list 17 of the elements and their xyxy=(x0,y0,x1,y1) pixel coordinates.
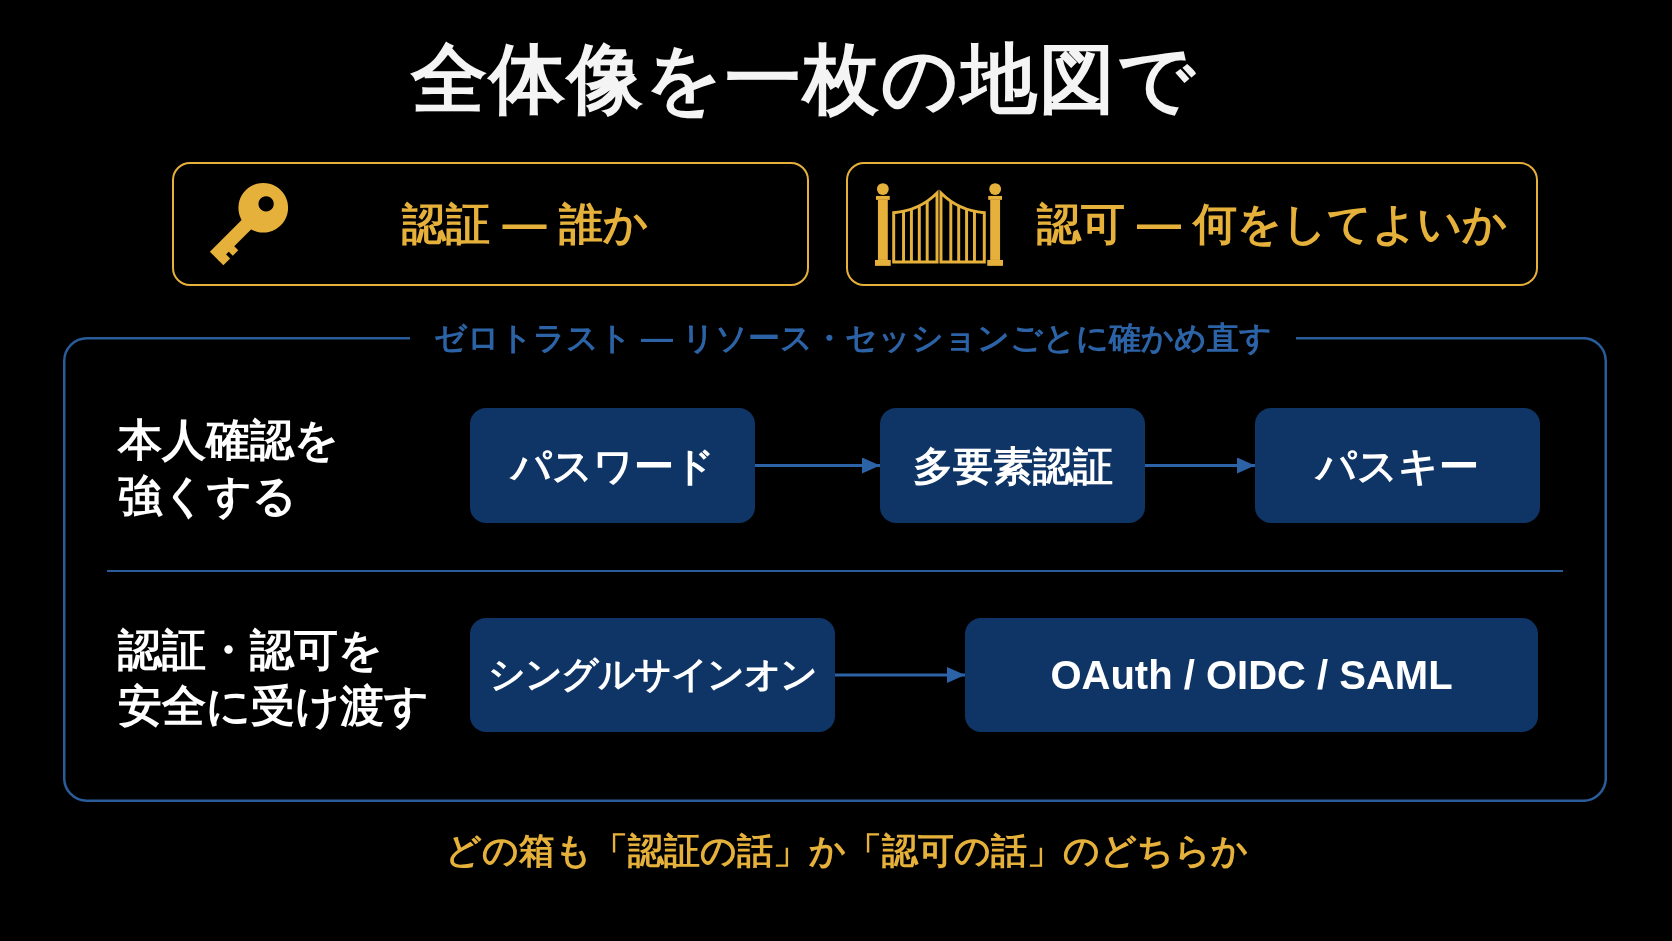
box-label: 認証 — 誰か xyxy=(402,198,648,250)
process-box: OAuth / OIDC / SAML xyxy=(965,618,1538,732)
category-box xyxy=(172,162,809,286)
row-label: 本人確認を強くする xyxy=(118,414,339,522)
category-box xyxy=(846,162,1538,286)
row-label: 認証・認可を安全に受け渡す xyxy=(118,624,429,732)
process-box: パスワード xyxy=(470,408,755,523)
box-label: 認可 — 何をしてよいか xyxy=(1036,198,1508,250)
process-box: パスキー xyxy=(1255,408,1540,523)
group-heading: ゼロトラスト — リソース・セッションごとに確かめ直す xyxy=(434,319,1272,359)
arrow xyxy=(1145,457,1255,474)
caption: どの箱も「認証の話」か「認可の話」のどちらか xyxy=(444,829,1248,873)
arrow xyxy=(755,457,880,474)
title: 全体像を一枚の地図で xyxy=(411,35,1197,123)
process-box: 多要素認証 xyxy=(880,408,1145,523)
arrow xyxy=(835,667,965,683)
process-box: シングルサインオン xyxy=(470,618,835,732)
